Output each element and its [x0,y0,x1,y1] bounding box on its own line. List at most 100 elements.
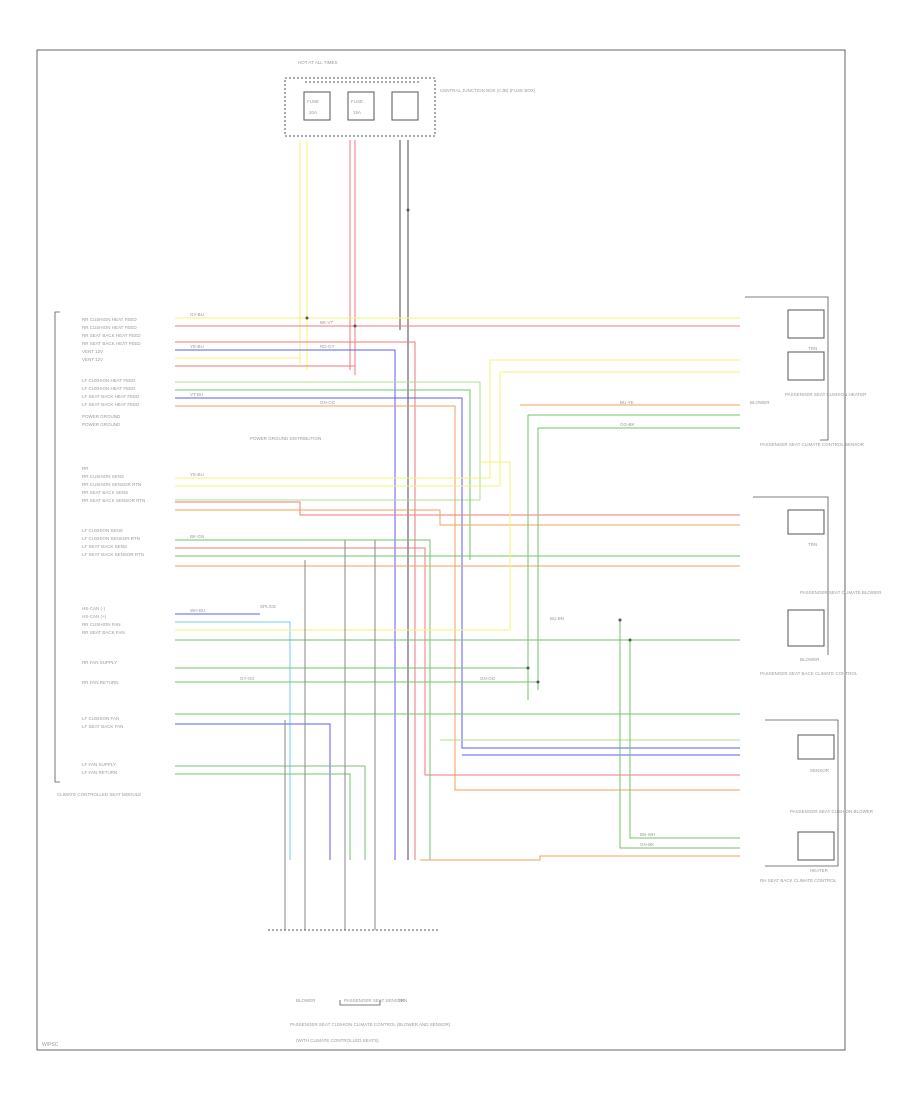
wire-green [175,539,431,860]
right-label-heater: HEATER [810,868,829,873]
fuse-b-label: FUSE [351,99,363,104]
wire-lightgreen [175,381,481,501]
right-label-bl2: BLOWER [800,657,820,662]
component-title: PASSENGER SEAT BACK CLIMATE CONTROL [760,671,858,676]
pin-label: RR SEAT BACK SENS [82,490,128,495]
wire-red [175,501,740,516]
wire-red [175,341,416,860]
fuse-box-title: CENTRAL JUNCTION BOX (CJB) (FUSE BOX) [440,88,536,93]
fuse-box-header: HOT AT ALL TIMES [298,60,338,65]
wire-code: OG-BK [620,422,635,427]
wire-code: VT-BU [190,392,203,397]
wire-yellow [175,371,740,487]
pin-label: LF SEAT BACK FAN [82,724,123,729]
wire-code: BK-GN [190,534,204,539]
wires [175,140,740,930]
right-label-tr1: TRN [808,346,817,351]
pin-label: LF SEAT BACK HEAT FEED [82,394,140,399]
pin-label: LF SEAT BACK SENS [82,544,127,549]
fuse-box: HOT AT ALL TIMES FUSE FUSE 20A 15A CENTR… [284,60,536,137]
splice-note: SPLICE [260,604,276,609]
bottom-pin-label: TRN [398,998,407,1003]
pin-label: RR [82,466,89,471]
pin-label: RR CUSHION HEAT FEED [82,317,137,322]
component-title: RH SEAT BACK CLIMATE CONTROL [760,878,837,883]
pin-label: RR SEAT BACK FAN [82,630,125,635]
right-label-tr2: TRN [808,542,817,547]
component-bracket [745,296,829,441]
pin-label: LF CUSHION HEAT FEED [82,378,136,383]
pin-labels-low: HS-CAN (-) HS-CAN (+) RR CUSHION FAN RR … [82,606,125,775]
component-title: PASSENGER SEAT CLIMATE CONTROL SENSOR [760,442,865,447]
pin-label: VENT 12V [82,357,103,362]
pin-label: RR SEAT BACK HEAT FEED [82,333,141,338]
bottom-connector-title: PASSENGER SEAT CUSHION CLIMATE CONTROL (… [290,1022,451,1027]
splice-dot [618,618,622,622]
right-label-bl1: BLOWER [750,400,770,405]
pin-label: LF CUSHION SENS [82,528,123,533]
pin-label: RR CUSHION HEAT FEED [82,325,137,330]
diagram-frame [36,49,846,1051]
component-bracket [765,719,839,867]
pin-label: RR SEAT BACK HEAT FEED [82,341,141,346]
pin-label: RR CUSHION FAN [82,622,121,627]
ground-note: POWER GROUND DISTRIBUTION [250,436,321,441]
pin-label: VENT 12V [82,349,103,354]
bottom-connector: BLOWER PASSENGER SEAT SENSOR TRN PASSENG… [268,929,451,1043]
wire-blue [175,397,740,749]
fuse-a-amp: 20A [309,110,317,115]
splice-dot [526,666,530,670]
pin-label: RR CUSHION SENSOR RTN [82,482,141,487]
bottom-pin-label: BLOWER [296,998,316,1003]
splice-dot [536,680,540,684]
wire-code: BK-VT [320,320,334,325]
pin-label: POWER GROUND [82,422,121,427]
wire-code-labels: GY-BU BK-VT YE-BU RD-GY VT-BU GN-OG BU-Y… [190,312,655,847]
splices [305,208,632,684]
component-box [787,609,825,647]
wire-green [629,640,740,839]
pin-label: LF CUSHION SENSOR RTN [82,536,140,541]
splice-dot [305,316,309,320]
wire-orange [420,855,740,861]
fuse-b [347,91,375,121]
wire-green [175,773,351,860]
wire-code: GN-OG [480,676,496,681]
wire-blue [175,723,331,860]
pin-label: LF SEAT BACK SENSOR RTN [82,552,144,557]
pin-label: LF CUSHION HEAT FEED [82,386,136,391]
component-box [787,509,825,535]
splice-dot [406,208,410,212]
wire-code: GN-OG [320,400,336,405]
wire-code: RD-GY [320,344,335,349]
page-code: W/PSC [42,1042,59,1048]
wire-code: GY-OG [240,676,255,681]
wire-code: WH-BU [190,608,205,613]
left-module-bracket [54,311,60,783]
pin-label: POWER GROUND [82,414,121,419]
wire-code: BU-BN [550,616,564,621]
wire-yellow [175,359,740,479]
wire-green [619,620,740,849]
component-title: PASSENGER SEAT CLIMATE BLOWER [800,590,882,595]
right-label-sensor: SENSOR [810,768,830,773]
pin-label: RR SEAT BACK SENSOR RTN [82,498,145,503]
component-title: PASSENGER SEAT CUSHION BLOWER [790,809,874,814]
bottom-connector-subtitle: (WITH CLIMATE CONTROLLED SEATS) [296,1038,379,1043]
wire-code: BU-YE [620,400,634,405]
wire-cyan [175,621,291,860]
wire-code: GN-BK [640,842,654,847]
wire-code: YE-BU [190,344,204,349]
splice-dot [628,638,632,642]
fuse-a [303,91,331,121]
component-box [787,351,825,381]
wire-code: YE-BU [190,472,204,477]
pin-label: HS-CAN (-) [82,606,105,611]
component-bracket [753,496,829,655]
fuse-box-outline [284,77,436,137]
connector-bracket [339,1000,381,1006]
pin-label: LF SEAT BACK HEAT FEED [82,402,140,407]
fuse-c [391,91,419,121]
